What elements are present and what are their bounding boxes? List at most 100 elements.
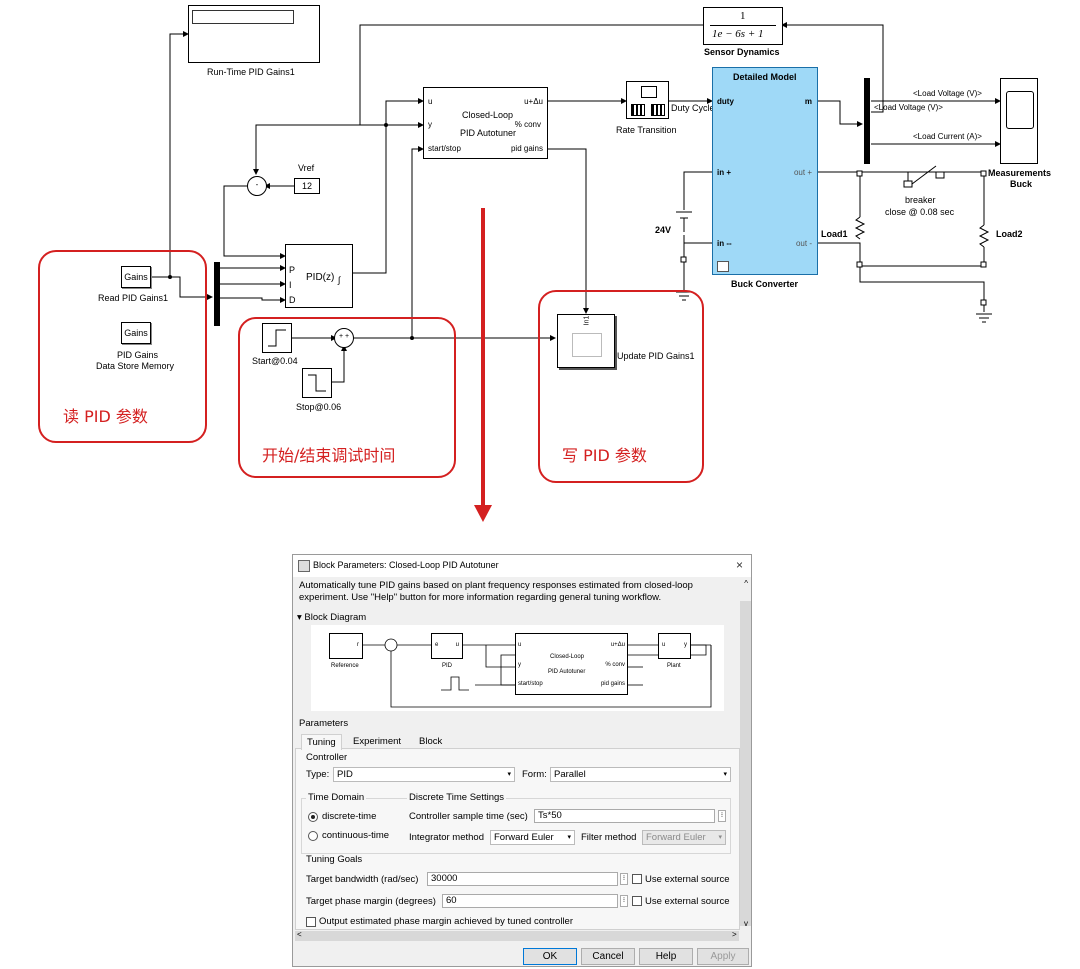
scope-screen-icon [1006, 91, 1034, 129]
scroll-up-icon[interactable]: ^ [744, 579, 748, 588]
integrator-method-dropdown[interactable]: Forward Euler▾ [490, 830, 575, 845]
diagram-autotuner-block: u y start/stop u+Δu % conv pid gains Clo… [515, 633, 628, 695]
discrete-time-radio[interactable] [308, 812, 318, 822]
source-24v-label: 24V [655, 225, 672, 235]
runtime-pid-gains-block[interactable] [188, 5, 320, 63]
form-dropdown[interactable]: Parallel▾ [550, 767, 731, 782]
tab-tuning[interactable]: Tuning [301, 734, 342, 750]
sensor-dynamics-block[interactable]: 1 1e − 6s + 1 [703, 7, 783, 45]
port-u: u [662, 642, 666, 648]
load-voltage-signal-label2: <Load Voltage (V)> [874, 103, 943, 112]
read-pid-gains-block[interactable]: Gains [121, 266, 151, 288]
bus-creator[interactable] [214, 262, 220, 326]
port-y: y [518, 662, 521, 668]
port-conv: % conv [605, 662, 625, 668]
cancel-button[interactable]: Cancel [581, 948, 635, 965]
detailed-model-title: Detailed Model [733, 72, 797, 82]
rate-transition-block[interactable] [626, 81, 669, 119]
start-label: Start@0.04 [252, 356, 298, 366]
discrete-settings-header: Discrete Time Settings [407, 792, 507, 803]
pid-controller-block[interactable]: P I D PID(z) ∫ [285, 244, 353, 308]
more-options-icon[interactable]: ⁝ [718, 810, 726, 822]
pid-gains-memory-block[interactable]: Gains [121, 322, 151, 344]
sum-block-error[interactable]: - [247, 176, 267, 196]
sensor-tf-denominator: 1e − 6s + 1 [712, 28, 764, 40]
diagram-pid-label: PID [442, 663, 453, 669]
port-duty: duty [717, 97, 734, 106]
scroll-left-icon[interactable]: < [297, 930, 302, 939]
continuous-time-radio[interactable] [308, 831, 318, 841]
scroll-right-icon[interactable]: > [732, 930, 737, 939]
port-u: u [518, 642, 522, 648]
block-diagram-wires [363, 638, 712, 708]
filter-method-label: Filter method [581, 832, 637, 843]
time-settings-group [301, 798, 731, 854]
port-p: P [289, 265, 296, 275]
phase-external-source-checkbox[interactable] [632, 896, 642, 906]
port-in-plus: in + [717, 168, 732, 177]
more-options-icon[interactable]: ⁝ [620, 873, 628, 885]
type-dropdown[interactable]: PID▾ [333, 767, 515, 782]
tuning-goals-header: Tuning Goals [306, 854, 363, 865]
sample-time-field[interactable]: Ts*50 [534, 809, 715, 823]
step-icon [268, 329, 286, 347]
dialog-titlebar[interactable]: Block Parameters: Closed-Loop PID Autotu… [293, 555, 751, 577]
clock-icon [641, 86, 657, 98]
load-voltage-signal-label: <Load Voltage (V)> [913, 89, 982, 98]
buck-converter-block[interactable]: Detailed Model duty m in + in -- out + o… [712, 67, 818, 275]
subsystem-icon [572, 333, 602, 357]
measurements-scope-block[interactable] [1000, 78, 1038, 164]
vertical-scrollbar[interactable] [740, 601, 751, 926]
dropdown-arrow-icon: ▾ [718, 834, 722, 841]
target-bandwidth-field[interactable]: 30000 [427, 872, 618, 886]
vref-constant-block[interactable]: 12 [294, 178, 320, 194]
parameters-header: Parameters [299, 718, 349, 729]
pid-gains-memory-label: PID Gains [117, 350, 159, 360]
stop-step-block[interactable] [302, 368, 332, 398]
port-gains: pid gains [600, 681, 625, 687]
target-phase-margin-field[interactable]: 60 [442, 894, 618, 908]
sample-icon [631, 104, 645, 116]
start-step-block[interactable] [262, 323, 292, 353]
filter-method-dropdown[interactable]: Forward Euler ▾ [642, 830, 726, 845]
block-diagram-toggle[interactable]: ▾ Block Diagram [297, 612, 366, 623]
plant-label: Plant [667, 663, 681, 669]
port-u: u [455, 642, 459, 648]
port-percent-conv: % conv [514, 120, 541, 129]
bus-selector[interactable] [864, 78, 870, 164]
apply-button[interactable]: Apply [697, 948, 749, 965]
timing-annotation-box [238, 317, 456, 478]
help-button[interactable]: Help [639, 948, 693, 965]
measurements-label2: Buck [1010, 179, 1033, 189]
sum-block-startstop[interactable]: + + [334, 328, 354, 348]
tab-experiment[interactable]: Experiment [353, 736, 402, 747]
port-u-delta-u: u+Δu [524, 97, 543, 106]
port-u: u [428, 97, 433, 106]
output-estimated-checkbox[interactable] [306, 917, 316, 927]
tab-block[interactable]: Block [419, 736, 443, 747]
ok-button[interactable]: OK [523, 948, 577, 965]
simulink-block-icon [298, 560, 310, 572]
port-i: I [289, 280, 292, 290]
sensor-dynamics-label: Sensor Dynamics [704, 47, 780, 57]
block-diagram-panel: r Reference e u PID u y start/stop u+Δu … [311, 625, 724, 711]
display-field [192, 10, 294, 24]
update-pid-gains-block[interactable]: In1 [557, 314, 615, 368]
closed-loop-pid-autotuner-block[interactable]: u y start/stop u+Δu % conv pid gains Clo… [423, 87, 548, 159]
more-options-icon[interactable]: ⁝ [620, 895, 628, 907]
filter-method-value: Forward Euler [646, 832, 706, 843]
close-icon[interactable]: × [735, 558, 743, 572]
port-start-stop: start/stop [518, 681, 543, 687]
rate-transition-label: Rate Transition [616, 125, 677, 135]
bandwidth-external-source-checkbox[interactable] [632, 874, 642, 884]
fraction-bar [710, 25, 776, 26]
runtime-pid-gains-label: Run-Time PID Gains1 [207, 67, 295, 77]
step-down-icon [308, 374, 326, 392]
scroll-down-icon[interactable]: v [744, 919, 748, 928]
port-y: y [428, 120, 432, 129]
read-pid-gains-label: Read PID Gains1 [98, 293, 169, 303]
target-bandwidth-label: Target bandwidth (rad/sec) [306, 874, 419, 885]
horizontal-scrollbar[interactable] [295, 931, 739, 941]
port-u-delta-u: u+Δu [610, 642, 625, 648]
sensor-tf-numerator: 1 [740, 10, 746, 22]
